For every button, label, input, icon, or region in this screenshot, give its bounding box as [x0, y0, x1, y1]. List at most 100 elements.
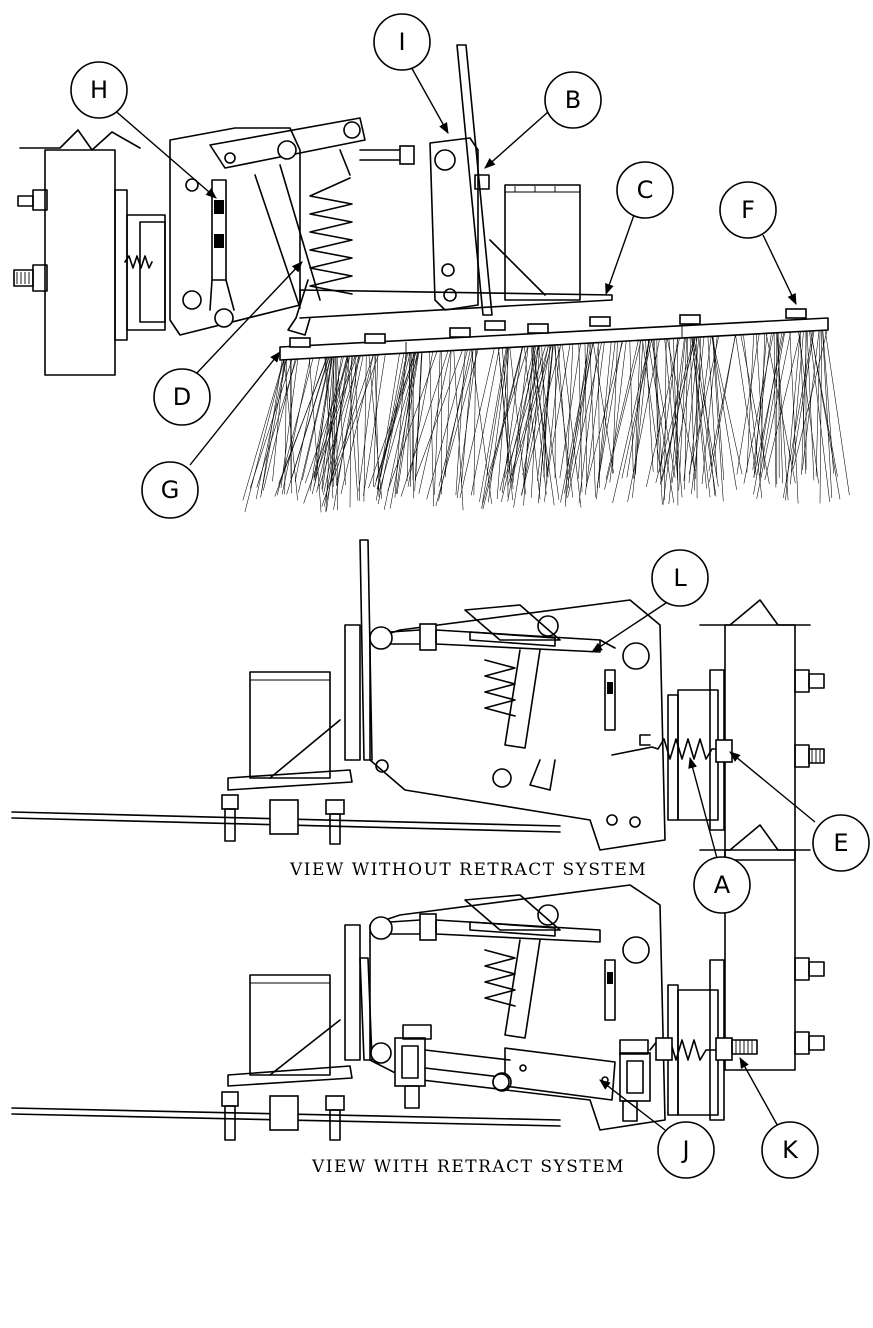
callout-l: L	[651, 549, 709, 607]
svg-text:K: K	[782, 1136, 799, 1164]
bristle	[627, 339, 660, 502]
bristle	[377, 353, 408, 505]
bristle	[242, 359, 284, 501]
bristle	[753, 332, 785, 477]
bristle	[531, 345, 540, 498]
bristle	[260, 359, 283, 495]
callout-j: J	[657, 1121, 715, 1179]
bristle	[337, 356, 346, 486]
bristle	[473, 349, 476, 496]
leader-lines	[111, 64, 816, 1131]
callout-d: D	[153, 368, 211, 426]
svg-text:D: D	[173, 383, 191, 411]
bristle	[799, 331, 807, 474]
bristle	[290, 357, 330, 483]
bristle	[559, 343, 581, 479]
bristle	[677, 338, 679, 506]
bristle	[743, 332, 774, 484]
bristle	[434, 351, 441, 495]
bristle	[560, 342, 592, 503]
bristle	[589, 343, 596, 498]
bristle	[418, 350, 451, 494]
bristle	[824, 330, 850, 496]
bristle	[347, 356, 359, 501]
bristle	[567, 342, 602, 498]
bristle	[671, 337, 698, 483]
bristle	[410, 352, 414, 481]
bristle	[810, 330, 838, 477]
bristle	[632, 339, 650, 498]
bristle	[255, 359, 287, 500]
callout-h: H	[70, 61, 128, 119]
caption-with-retract: VIEW WITH RETRACT SYSTEM	[311, 1157, 625, 1177]
bristle	[521, 345, 551, 496]
bristle	[326, 355, 359, 500]
bristle	[313, 357, 333, 479]
bristle	[453, 350, 464, 511]
bristle	[651, 339, 676, 478]
bristle	[609, 341, 627, 483]
bristle	[578, 343, 583, 493]
bristle	[578, 342, 599, 504]
bristle	[634, 340, 641, 479]
bristle	[321, 357, 334, 489]
bristle	[530, 346, 547, 495]
bristle	[303, 355, 356, 504]
svg-text:J: J	[680, 1136, 689, 1164]
bristle	[596, 341, 623, 488]
bristle	[315, 355, 357, 477]
bristle	[375, 352, 415, 481]
svg-text:A: A	[714, 871, 731, 899]
bristle	[659, 338, 679, 472]
bristle	[693, 337, 719, 487]
svg-text:F: F	[741, 196, 755, 224]
bristle	[691, 336, 712, 495]
bristle	[249, 359, 293, 489]
bristle	[498, 348, 513, 501]
svg-text:B: B	[565, 86, 581, 114]
bristle	[513, 345, 539, 508]
bristle	[604, 340, 642, 490]
bristle	[629, 340, 634, 479]
bristle	[521, 344, 561, 495]
bristle	[776, 332, 789, 501]
bristle	[802, 330, 820, 471]
bristle	[564, 342, 594, 494]
bristle	[713, 336, 725, 481]
bristle	[509, 347, 526, 495]
bristle	[335, 356, 338, 511]
bristle	[276, 358, 314, 496]
bristle	[538, 345, 560, 500]
bristle	[316, 356, 348, 493]
turnbuckle-h	[209, 179, 235, 328]
bristle	[471, 349, 492, 504]
bristle	[790, 330, 815, 473]
brush-bristles	[242, 329, 850, 513]
bristle	[363, 354, 386, 496]
bristle	[407, 351, 434, 487]
caption-without-retract: VIEW WITHOUT RETRACT SYSTEM	[289, 860, 647, 880]
bristle	[532, 346, 555, 506]
bristle	[584, 342, 605, 495]
retract-system-j	[394, 1024, 651, 1122]
bristle	[711, 336, 743, 475]
bristle	[557, 344, 570, 489]
svg-text:E: E	[833, 829, 848, 857]
bristle	[789, 332, 799, 504]
bristle	[707, 336, 718, 478]
bristle	[488, 347, 509, 503]
bristle	[523, 345, 539, 487]
bristle	[822, 330, 834, 474]
bristle	[646, 338, 680, 488]
bristle	[652, 339, 663, 505]
bristle	[502, 347, 514, 490]
bristle	[759, 332, 785, 476]
svg-text:I: I	[398, 28, 405, 56]
bristle	[523, 346, 534, 506]
bristle	[408, 352, 411, 487]
bristle	[374, 352, 417, 488]
bristle	[801, 331, 807, 475]
bristle	[331, 354, 379, 483]
bristle	[578, 343, 589, 479]
bristle	[712, 336, 724, 502]
